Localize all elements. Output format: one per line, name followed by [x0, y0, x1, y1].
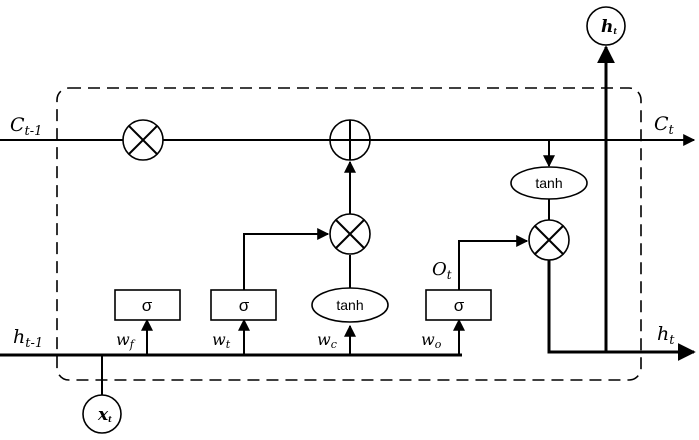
hidden-input-label-sub: t-1	[25, 336, 43, 351]
output-tanh: tanh	[510, 166, 588, 200]
output-gate: σ	[425, 289, 492, 321]
forget-gate-symbol: σ	[142, 296, 153, 315]
weight-forget-main: w	[116, 330, 130, 349]
cell-input-label-sub: t-1	[25, 124, 43, 139]
output-gate-label-main: O	[432, 259, 447, 280]
candidate-tanh: tanh	[311, 287, 389, 323]
weight-forget-sub: f	[129, 338, 136, 351]
svg-text:xt: xt	[97, 405, 112, 425]
weight-output-main: w	[421, 330, 435, 349]
input-x-main: x	[97, 405, 109, 425]
forget-gate: σ	[114, 289, 181, 321]
hidden-output-label-sub: t	[669, 333, 675, 348]
forget-multiply-operator	[122, 119, 164, 161]
output-gate-symbol: σ	[454, 296, 465, 315]
svg-text:ht: ht	[601, 17, 617, 37]
weight-label-candidate: wc	[317, 330, 337, 351]
weight-candidate-main: w	[317, 330, 331, 349]
weight-label-input: wt	[212, 330, 231, 351]
output-tanh-symbol: tanh	[535, 175, 562, 191]
hidden-output-line	[547, 260, 696, 361]
cell-output-label: Ct	[654, 113, 675, 138]
input-multiply-operator	[329, 213, 371, 255]
cell-boundary	[56, 87, 642, 381]
output-gate-connector	[458, 235, 529, 290]
weight-input-main: w	[212, 330, 226, 349]
hidden-input-label-main: h	[13, 326, 25, 348]
hidden-output-label: ht	[657, 323, 675, 348]
weight-input-sub: t	[226, 338, 231, 351]
output-gate-label-sub: t	[447, 268, 452, 282]
output-multiply-operator	[528, 219, 570, 261]
output-gate-label: Ot	[432, 259, 452, 282]
input-gate: σ	[210, 289, 277, 321]
weight-label-forget: wf	[116, 330, 136, 351]
cell-output-label-main: C	[654, 113, 669, 135]
input-gate-connector	[243, 228, 330, 290]
output-h-sub: t	[613, 26, 617, 36]
cell-add-operator	[329, 119, 371, 161]
output-h-node: ht	[586, 6, 626, 46]
cell-input-label-main: C	[10, 114, 25, 136]
hidden-output-label-main: h	[657, 323, 669, 345]
output-h-main: h	[601, 17, 613, 37]
weight-output-sub: o	[435, 338, 442, 351]
cell-input-label: Ct-1	[10, 114, 42, 139]
candidate-tanh-symbol: tanh	[336, 297, 363, 313]
input-gate-symbol: σ	[239, 296, 250, 315]
weight-candidate-sub: c	[331, 338, 337, 351]
hidden-input-label: ht-1	[13, 326, 43, 351]
input-x-sub: t	[108, 414, 112, 424]
cell-output-label-sub: t	[669, 123, 675, 138]
input-x-node: xt	[82, 394, 122, 434]
weight-label-output: wo	[421, 330, 442, 351]
